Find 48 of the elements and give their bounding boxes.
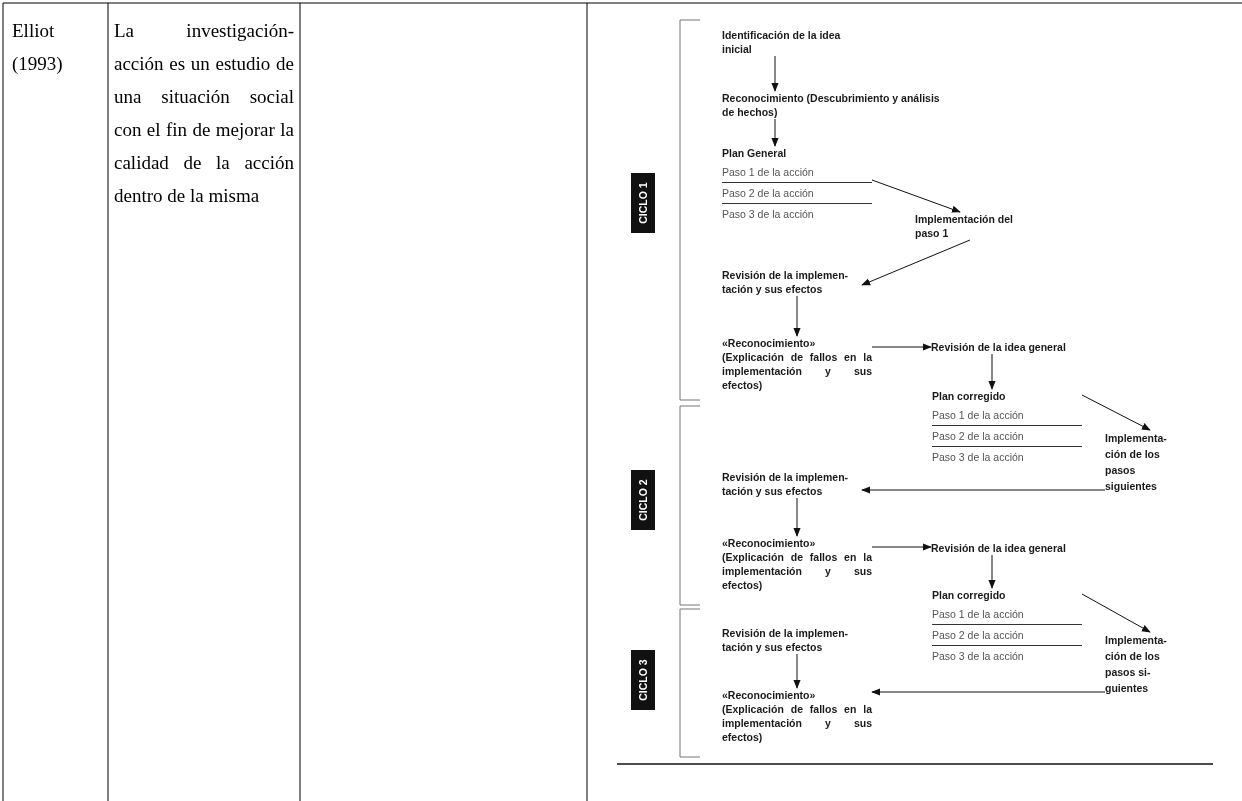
action-step: Paso 3 de la acción xyxy=(932,646,1082,666)
cycle-label: CICLO 2 xyxy=(637,479,649,521)
plan-heading: Plan corregido xyxy=(932,389,1007,403)
step-text: Revisión de la idea general xyxy=(931,541,1111,555)
author-year-cell-text: Elliot (1993) xyxy=(12,19,64,76)
cycle-badge xyxy=(631,650,655,710)
step-text: «Reconocimiento» (Explicación de fallos en la implementación y sus efectos) xyxy=(722,536,872,592)
action-step: Paso 3 de la acción xyxy=(932,447,1082,467)
action-step: Paso 2 de la acción xyxy=(932,625,1082,646)
arrow xyxy=(793,497,801,537)
arrow xyxy=(861,486,1106,494)
step-text: Revisión de la implemen- tación y sus efectos xyxy=(722,626,862,654)
implementation-text: Implementa- ción de los pasos siguientes xyxy=(1105,430,1185,494)
cycle-label: CICLO 3 xyxy=(637,659,649,701)
step-text: Revisión de la implemen- tación y sus efectos xyxy=(722,268,862,296)
action-step: Paso 2 de la acción xyxy=(932,426,1082,447)
arrow xyxy=(988,554,996,589)
step-text: Revisión de la implemen- tación y sus efectos xyxy=(722,470,862,498)
action-step: Paso 1 de la acción xyxy=(722,162,872,183)
arrow xyxy=(771,55,779,92)
arrow xyxy=(1081,593,1151,633)
definition-paragraph: La investigación-acción es un estudio de una situación social con el fin de mejorar la calidad de la acción dentro de la misma xyxy=(114,19,294,208)
step-text: Implementación del paso 1 xyxy=(915,212,1015,240)
step-text: Reconocimiento (Descubrimiento y análisis de hechos) xyxy=(722,91,952,119)
plan-heading: Plan General xyxy=(722,146,788,160)
arrow xyxy=(861,239,971,286)
arrow xyxy=(988,353,996,390)
step-text: Identificación de la idea inicial xyxy=(722,28,852,56)
arrow xyxy=(871,543,932,551)
step-text: Revisión de la idea general xyxy=(931,340,1111,354)
arrow xyxy=(871,688,1106,696)
arrow xyxy=(1081,394,1151,431)
arrow xyxy=(871,343,932,351)
cycle-badge xyxy=(631,470,655,530)
action-step: Paso 3 de la acción xyxy=(722,204,872,224)
cycle-badge xyxy=(631,173,655,233)
arrow xyxy=(793,295,801,337)
implementation-text: Implementa- ción de los pasos si- guientes xyxy=(1105,632,1177,696)
action-step: Paso 2 de la acción xyxy=(722,183,872,204)
step-text: «Reconocimiento» (Explicación de fallos en la implementación y sus efectos) xyxy=(722,336,872,392)
step-text: «Reconocimiento» (Explicación de fallos en la implementación y sus efectos) xyxy=(722,688,872,744)
arrow xyxy=(771,118,779,147)
plan-heading: Plan corregido xyxy=(932,588,1007,602)
arrow xyxy=(871,179,961,213)
action-step: Paso 1 de la acción xyxy=(932,405,1082,426)
action-step: Paso 1 de la acción xyxy=(932,604,1082,625)
arrow xyxy=(793,653,801,689)
cycle-label: CICLO 1 xyxy=(637,182,649,224)
